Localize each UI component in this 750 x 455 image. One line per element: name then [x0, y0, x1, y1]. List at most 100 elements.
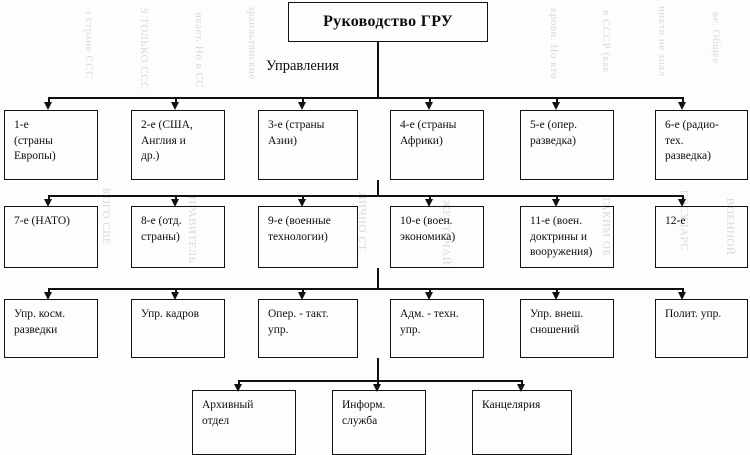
directorate-6: 6-е (радио- тех. разведка): [655, 110, 748, 180]
external-relations-directorate: Упр. внеш. сношений: [520, 299, 614, 358]
node-line: др.): [141, 150, 160, 162]
connector-drop-row3-c6: [682, 288, 684, 295]
node-line: Азии): [268, 134, 297, 147]
node-line: 12-е: [665, 215, 686, 227]
connector-drop-row1-c6: [682, 97, 684, 105]
connector-drop-row3-c2: [175, 288, 177, 295]
node-line: Упр. косм.: [14, 308, 66, 320]
connector-bus-row4: [238, 380, 522, 382]
node-line: Архивный: [202, 399, 254, 411]
connector-drop-row2-c4: [429, 195, 431, 202]
node-line: 5-е (опер.: [530, 119, 578, 131]
node-line: 11-е (воен.: [530, 215, 583, 227]
arrow-head-row3-c3: [298, 292, 306, 300]
section-label-directorates: Управления: [266, 58, 339, 74]
connector-drop-row1-c3: [302, 97, 304, 105]
admin-technical-directorate: Адм. - техн. упр.: [390, 299, 484, 358]
directorate-8: 8-е (отд. страны): [131, 206, 225, 268]
directorate-11: 11-е (воен. доктрины и вооружения): [520, 206, 614, 268]
node-line: 4-е (страны: [400, 119, 457, 131]
root-node-leadership: Руководство ГРУ: [288, 2, 488, 42]
trunk-line-root: [377, 42, 379, 98]
bleed-text: зраильтянские: [246, 6, 258, 80]
arrow-head-row1-c1: [44, 102, 52, 110]
connector-drop-row3-c1: [48, 288, 50, 295]
node-line: Информ.: [342, 399, 386, 411]
node-line: тех.: [665, 134, 684, 147]
node-line: Адм. - техн.: [400, 308, 459, 320]
arrow-head-row2-c5: [552, 199, 560, 207]
connector-drop-row1-c4: [429, 97, 431, 105]
node-line: Опер. - такт.: [268, 308, 329, 320]
political-directorate: Полит. упр.: [655, 299, 748, 358]
arrow-head-row4-c3: [517, 384, 525, 392]
arrow-head-row2-c2: [171, 199, 179, 207]
arrow-head-row4-c1: [234, 384, 242, 392]
node-line: 7-е (НАТО): [14, 215, 70, 227]
node-line: служба: [342, 414, 378, 427]
connector-drop-row2-c6: [682, 195, 684, 202]
node-line: страны): [141, 230, 180, 243]
directorate-3: 3-е (страны Азии): [258, 110, 358, 180]
arrow-head-row3-c2: [171, 292, 179, 300]
node-line: 2-е (США,: [141, 119, 193, 131]
bleed-text: никто не знал: [656, 6, 668, 77]
root-node-label: Руководство ГРУ: [323, 13, 453, 30]
node-line: 3-е (страны: [268, 119, 325, 131]
directorate-2: 2-е (США, Англия и др.): [131, 110, 225, 180]
trunk-line-row3-row4: [377, 358, 379, 381]
bleed-text: икает. Но в СС: [193, 12, 205, 89]
node-line: 6-е (радио-: [665, 119, 719, 131]
node-line: (страны: [14, 134, 53, 147]
bleed-text: з стране ССС: [83, 10, 95, 79]
connector-drop-row1-c2: [175, 97, 177, 105]
node-line: Африки): [400, 134, 443, 147]
node-line: разведки: [14, 323, 58, 336]
node-line: 8-е (отд.: [141, 215, 182, 227]
directorate-4: 4-е (страны Африки): [390, 110, 484, 180]
node-line: сношений: [530, 323, 580, 336]
node-line: Англия и: [141, 134, 186, 147]
node-line: Канцелярия: [482, 399, 541, 411]
arrow-head-row3-c6: [678, 292, 686, 300]
arrow-head-row3-c5: [552, 292, 560, 300]
connector-drop-row1-c5: [556, 97, 558, 105]
directorate-7: 7-е (НАТО): [4, 206, 98, 268]
arrow-head-row3-c1: [44, 292, 52, 300]
directorate-9: 9-е (военные технологии): [258, 206, 358, 268]
node-line: упр.: [400, 323, 421, 336]
node-line: технологии): [268, 230, 328, 243]
connector-drop-row1-c1: [48, 97, 50, 105]
trunk-line-row1-row2: [377, 180, 379, 196]
connector-drop-row4-c1: [238, 380, 240, 387]
trunk-line-row2-row3: [377, 268, 379, 289]
arrow-head-row1-c6: [678, 102, 686, 110]
directorate-5: 5-е (опер. разведка): [520, 110, 614, 180]
node-line: 9-е (военные: [268, 215, 331, 227]
node-line: разведка): [665, 150, 711, 162]
node-line: экономика): [400, 230, 456, 243]
arrow-head-row2-c3: [298, 199, 306, 207]
connector-drop-row3-c4: [429, 288, 431, 295]
connector-drop-row2-c1: [48, 195, 50, 202]
arrow-head-row4-c2: [373, 384, 381, 392]
directorate-1: 1-е (страны Европы): [4, 110, 98, 180]
node-line: упр.: [268, 323, 289, 336]
arrow-head-row3-c4: [425, 292, 433, 300]
connector-bus-row1: [48, 97, 683, 99]
node-line: Полит. упр.: [665, 308, 722, 320]
node-line: 10-е (воен.: [400, 215, 453, 227]
chancellery: Канцелярия: [472, 390, 572, 455]
node-line: Европы): [14, 150, 56, 162]
connector-drop-row3-c5: [556, 288, 558, 295]
bleed-text: 9 ТОЛЬКО ССС: [138, 8, 150, 90]
directorate-10: 10-е (воен. экономика): [390, 206, 484, 268]
bleed-text: ве. Общее: [710, 12, 722, 64]
connector-drop-row2-c5: [556, 195, 558, 202]
arrow-head-row1-c2: [171, 102, 179, 110]
connector-drop-row2-c3: [302, 195, 304, 202]
personnel-directorate: Упр. кадров: [131, 299, 225, 358]
arrow-head-row1-c3: [298, 102, 306, 110]
connector-drop-row3-c3: [302, 288, 304, 295]
operational-tactical-directorate: Опер. - такт. упр.: [258, 299, 358, 358]
